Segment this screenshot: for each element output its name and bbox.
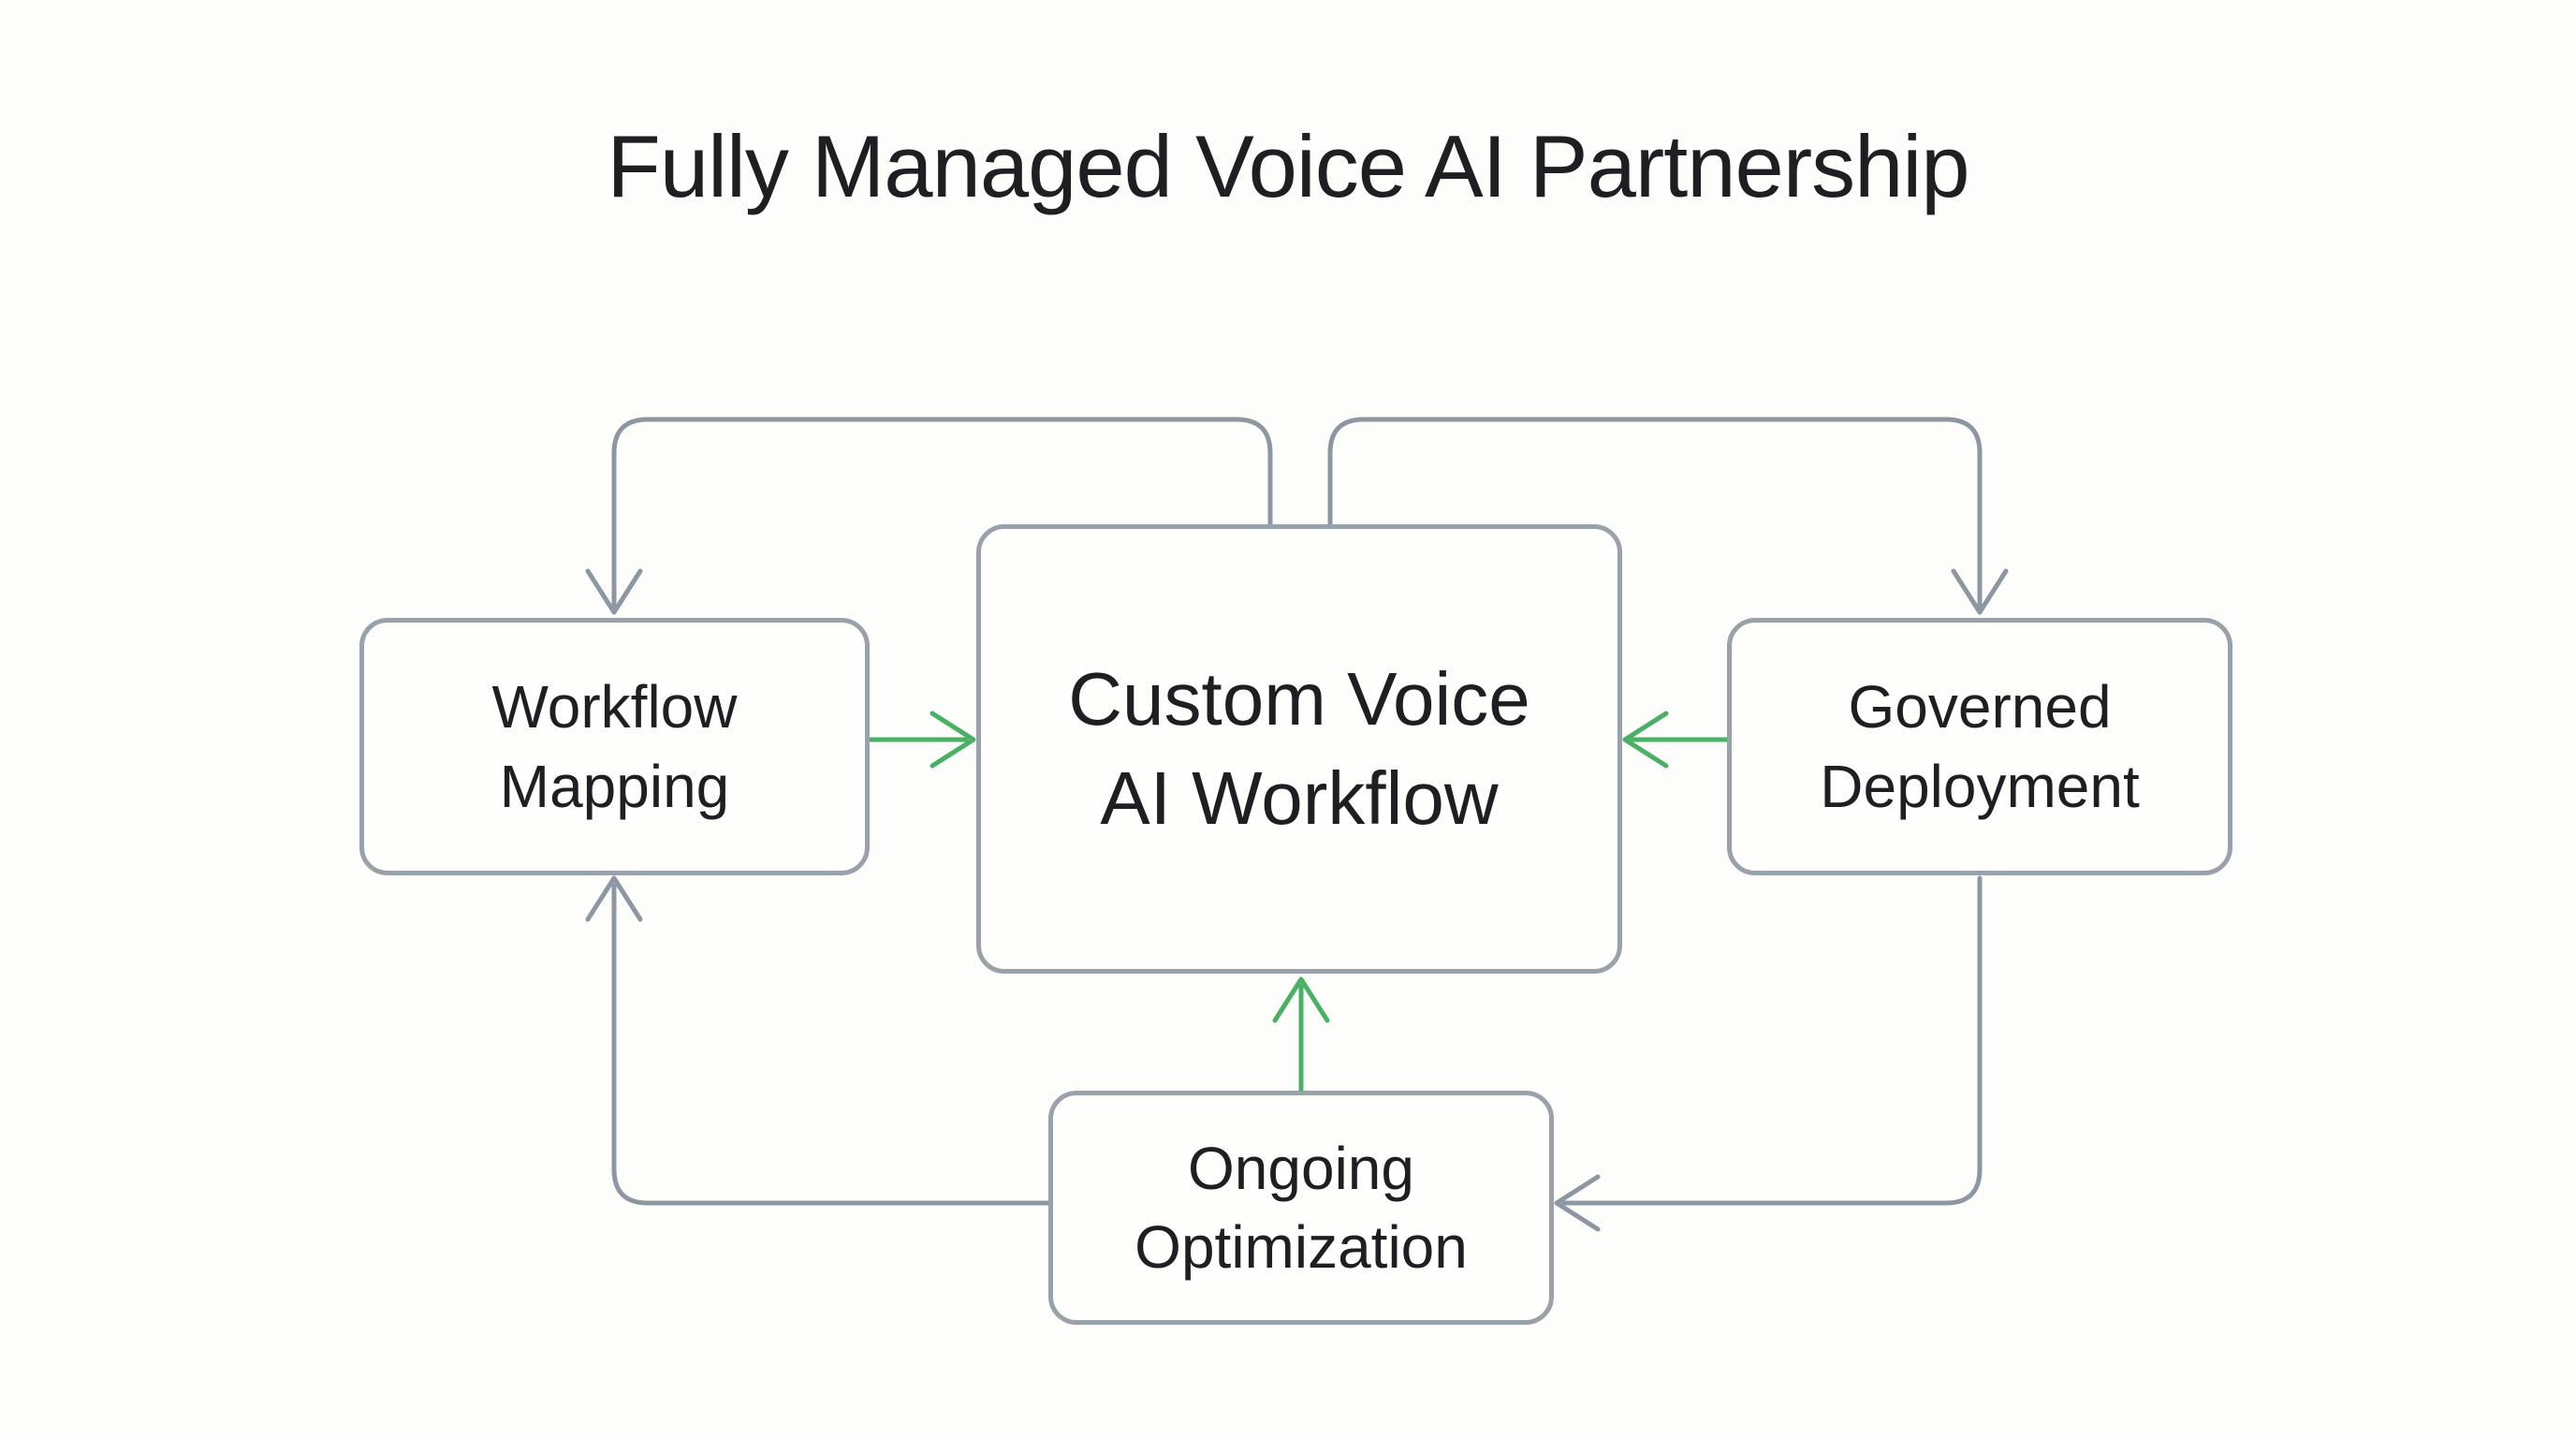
node-workflow-mapping-line2: Mapping [499,752,730,820]
edge-governed-deployment-to-ongoing-optimization [1561,875,1983,1206]
node-governed-deployment-line2: Deployment [1820,752,2140,820]
arrowhead-down-into-governed-deployment [1951,568,2009,615]
node-governed-deployment-line1: Governed [1848,673,2112,741]
arrowhead-up-into-workflow-mapping [585,875,643,922]
arrowhead-down-into-workflow-mapping [585,568,643,615]
node-workflow-mapping-label: Workflow Mapping [492,668,738,826]
node-custom-voice-ai-workflow-label: Custom Voice AI Workflow [1068,650,1530,847]
node-custom-voice-line2: AI Workflow [1100,756,1499,840]
edge-center-to-governed-deployment [1327,417,1983,609]
diagram-title: Fully Managed Voice AI Partnership [607,117,1969,215]
node-custom-voice-ai-workflow: Custom Voice AI Workflow [976,524,1622,974]
node-governed-deployment-label: Governed Deployment [1820,668,2140,826]
node-workflow-mapping: Workflow Mapping [359,618,870,875]
node-ongoing-optimization-line1: Ongoing [1188,1134,1414,1202]
arrowhead-left-into-ongoing-optimization [1554,1174,1601,1232]
arrowhead-right-into-center [929,711,976,769]
node-ongoing-optimization-line2: Optimization [1134,1213,1468,1281]
node-custom-voice-line1: Custom Voice [1068,657,1530,741]
edge-ongoing-optimization-to-workflow-mapping [611,883,1051,1206]
arrowhead-up-into-center [1272,976,1330,1023]
node-ongoing-optimization: Ongoing Optimization [1048,1091,1554,1325]
arrowhead-left-into-center [1622,711,1669,769]
edge-center-to-workflow-mapping [611,417,1273,609]
node-workflow-mapping-line1: Workflow [491,673,738,741]
node-ongoing-optimization-label: Ongoing Optimization [1134,1129,1468,1287]
node-governed-deployment: Governed Deployment [1727,618,2232,875]
